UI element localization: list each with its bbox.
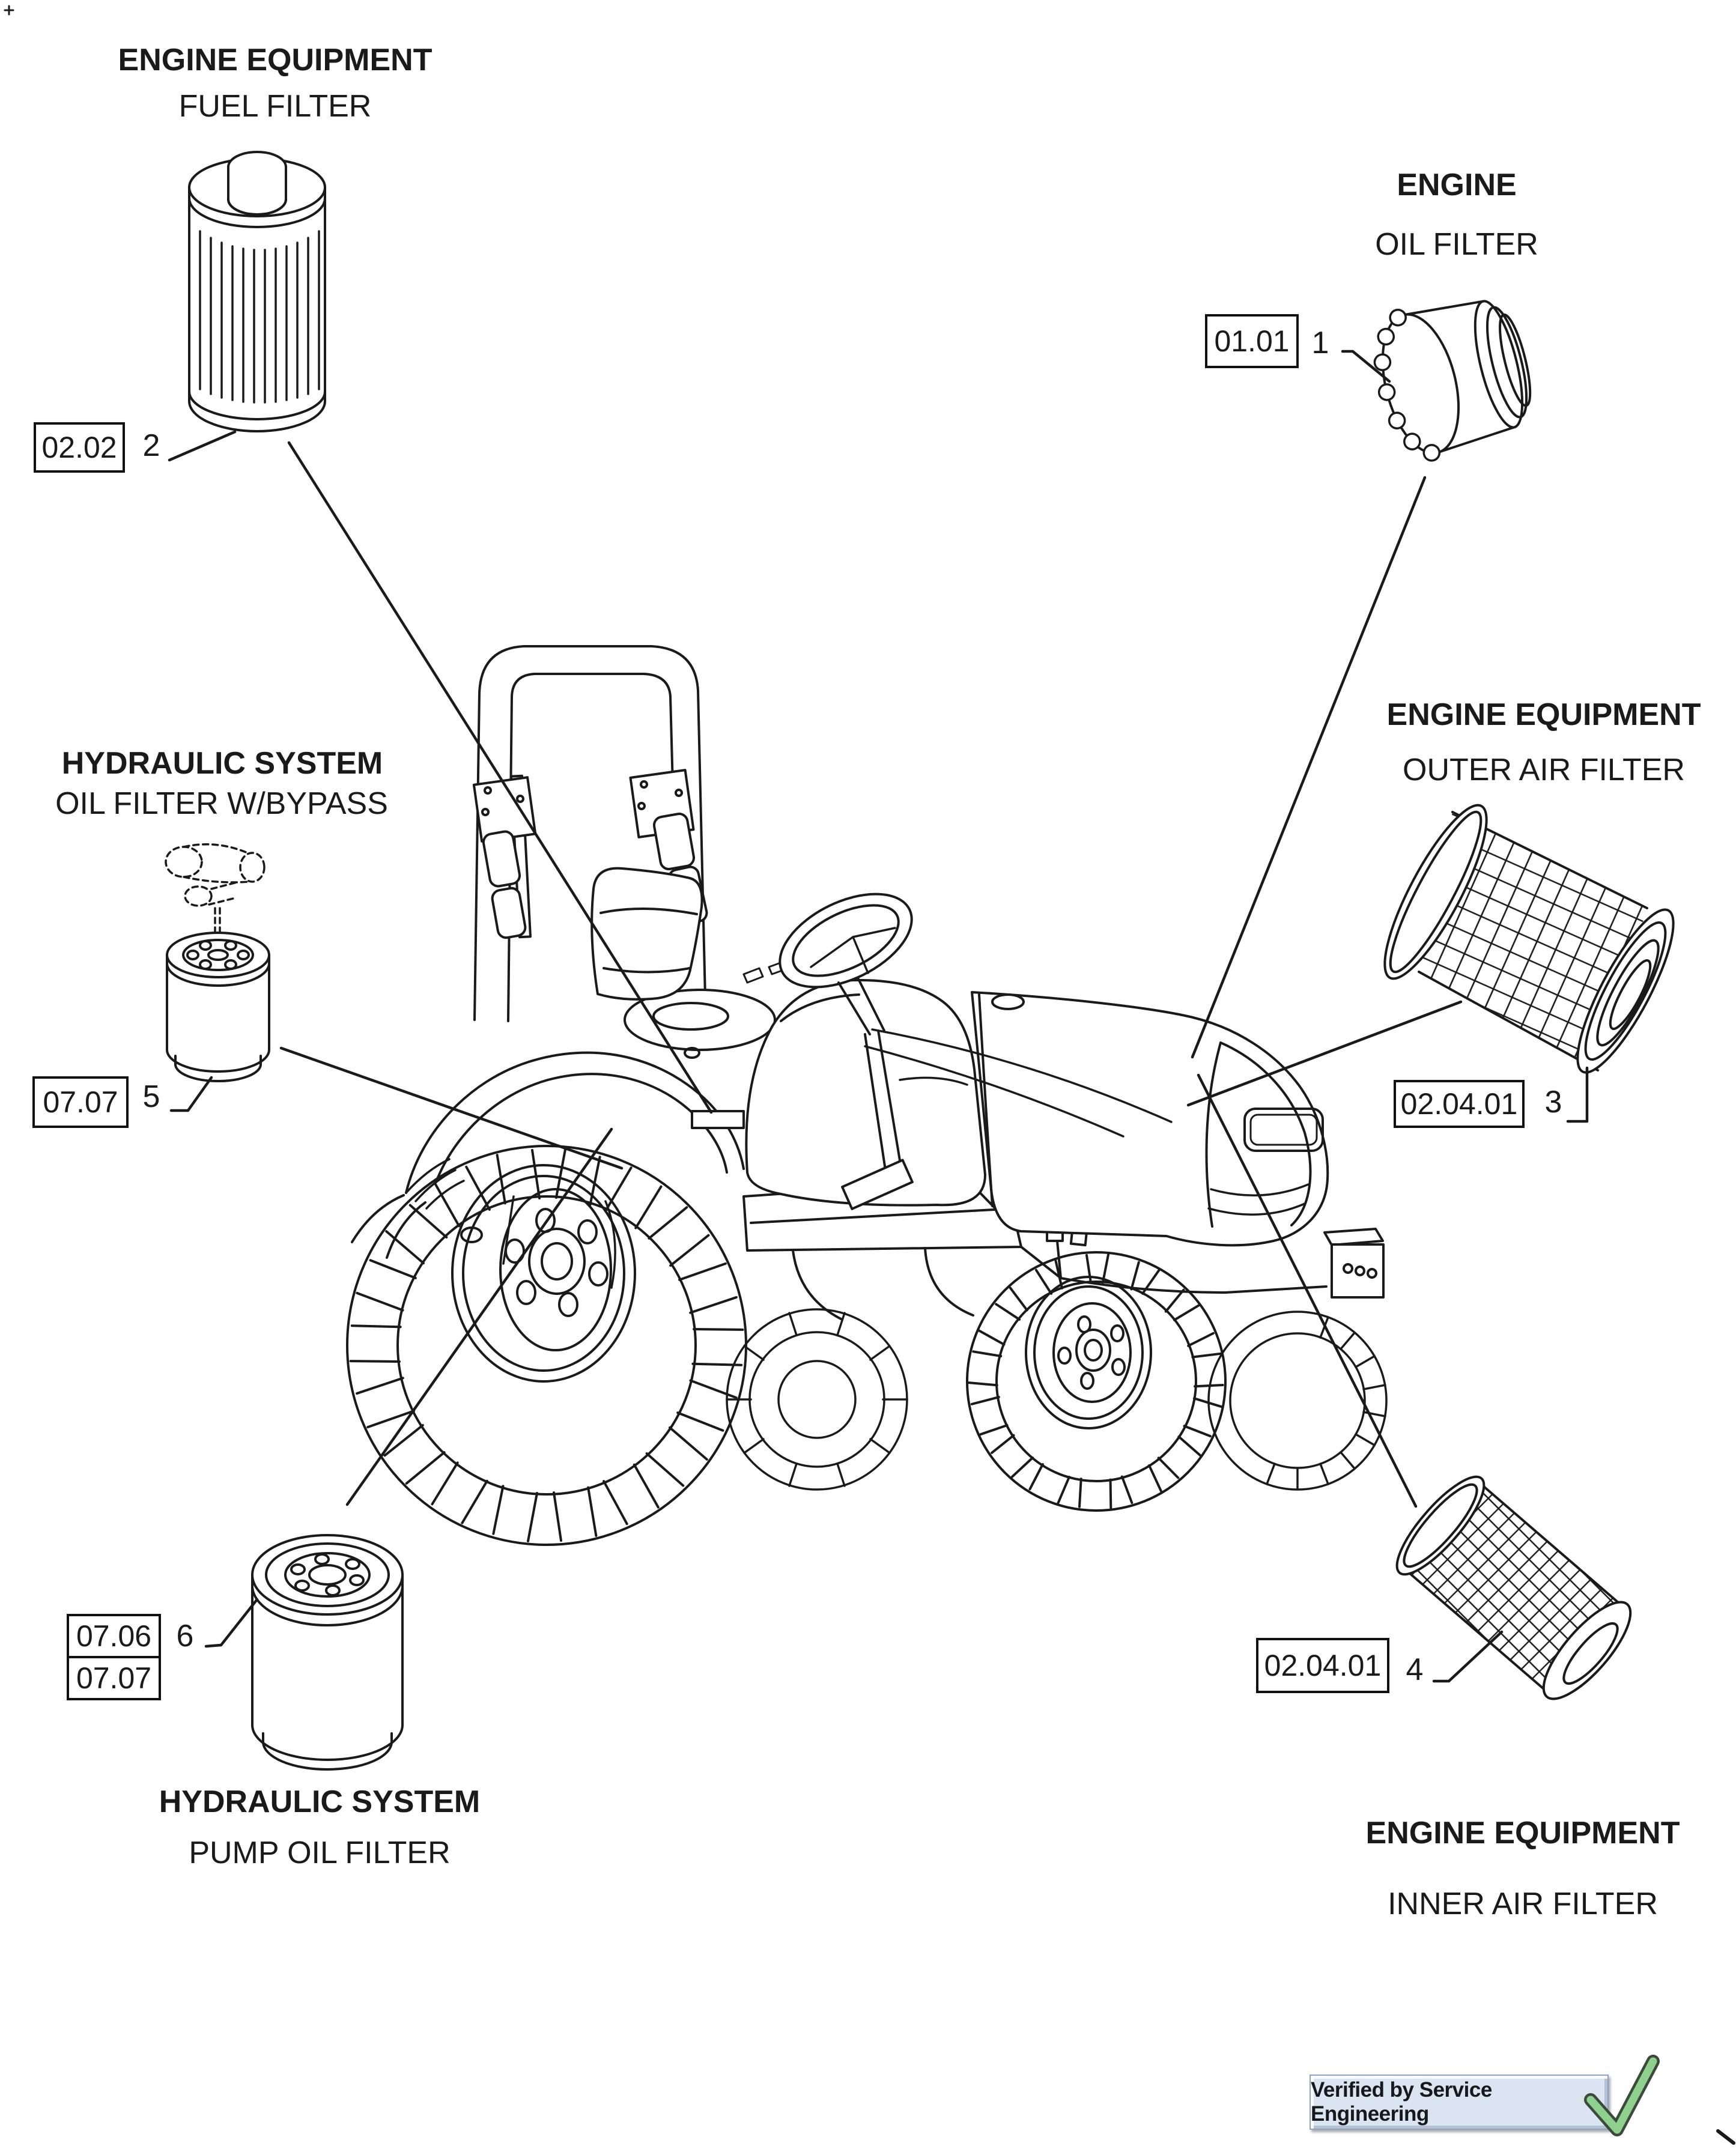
phantom-filter-head [165,843,266,951]
item-number-1: 1 [1311,326,1329,360]
leader-pump-filter [345,1127,613,1506]
item-number-3: 3 [1544,1085,1562,1120]
item-number-6: 6 [176,1619,194,1653]
hood [864,991,1329,1247]
rear-hitch-lines [351,1194,426,1259]
headlight [1243,1108,1324,1152]
far-right-front-wheel [1207,1311,1388,1491]
leader-engine-oil-filter [1191,476,1427,1059]
inner-air-title: ENGINE EQUIPMENT [1365,1816,1680,1850]
ref-code-bottom[interactable]: 07.07 [76,1661,152,1695]
front-weight-bracket [1323,1228,1385,1299]
ref-code: 07.07 [43,1085,118,1119]
ref-code: 02.02 [41,431,117,464]
rear-wheel [346,1145,747,1546]
item-number-5: 5 [142,1079,160,1114]
inner-air-subtitle: INNER AIR FILTER [1388,1887,1658,1921]
cowl-line [978,993,994,1207]
inner-air-filter-illustration [1395,1475,1632,1700]
seat [590,867,703,1001]
fuel-filter-subtitle: FUEL FILTER [178,89,372,124]
ref-box-engine-oil[interactable]: 01.01 [1205,314,1299,368]
engine-oil-title: ENGINE [1397,168,1517,202]
bypass-filter-subtitle: OIL FILTER W/BYPASS [55,786,388,821]
ref-box-inner-air[interactable]: 02.04.01 [1256,1638,1389,1693]
ref-box-outer-air[interactable]: 02.04.01 [1394,1080,1525,1128]
leader-item-6-short [204,1598,259,1648]
leader-lines [168,350,1589,1683]
ref-code-top[interactable]: 07.06 [69,1616,159,1658]
engine-oil-subtitle: OIL FILTER [1375,227,1538,262]
leader-item-3-short [1566,1066,1589,1123]
ref-code: 02.04.01 [1400,1087,1518,1121]
ref-code: 02.04.01 [1264,1649,1382,1682]
pedal [841,1159,914,1210]
leader-outer-air-filter [1186,1000,1463,1107]
leader-item-1-short [1341,350,1391,383]
ref-box-bypass-filter[interactable]: 07.07 [32,1076,129,1128]
pump-oil-filter-illustration [251,1534,404,1771]
leader-item-4-short [1432,1630,1504,1683]
corner-tick [1716,2129,1735,2145]
leader-bypass-filter [279,1046,624,1170]
steering-wheel [778,893,914,1210]
ref-code: 01.01 [1214,324,1290,358]
verified-check-icon [1584,2055,1660,2136]
leader-item-2-short [168,430,237,462]
outer-air-subtitle: OUTER AIR FILTER [1403,753,1685,787]
ref-box-fuel-filter[interactable]: 02.02 [34,422,125,473]
fuel-filter-illustration [188,151,326,432]
outer-air-title: ENGINE EQUIPMENT [1386,697,1701,732]
leader-item-5-short [169,1076,213,1112]
verified-badge-label: Verified by Service Engineering [1311,2078,1492,2126]
leader-fuel-filter [287,441,713,1114]
rear-fender [405,1051,745,1210]
ref-box-pump-filter[interactable]: 07.06 07.07 [67,1614,161,1700]
front-wheel [966,1251,1227,1512]
engine-oil-filter-illustration [1373,300,1532,462]
tractor-illustration [346,645,1388,1546]
pump-filter-subtitle: PUMP OIL FILTER [189,1835,451,1870]
fuel-filter-title: ENGINE EQUIPMENT [118,43,432,77]
far-left-front-wheel [726,1308,908,1491]
bypass-oil-filter-illustration [165,843,270,1082]
console-tank [742,961,986,1207]
item-number-4: 4 [1406,1652,1424,1687]
item-number-2: 2 [142,428,160,463]
leader-inner-air-filter [1197,1073,1418,1508]
bypass-filter-title: HYDRAULIC SYSTEM [61,746,383,781]
pump-filter-title: HYDRAULIC SYSTEM [159,1784,481,1819]
verified-badge: Verified by Service Engineering [1310,2075,1609,2130]
outer-air-filter-illustration [1383,804,1675,1074]
corner-artifact [4,5,14,16]
floor-plate [691,1110,745,1129]
